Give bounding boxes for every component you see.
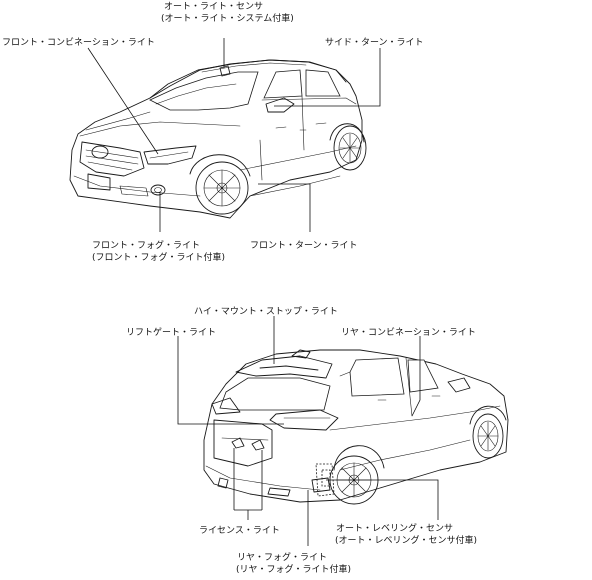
label-auto-leveling-sensor-note: (オート・レベリング・センサ付車) xyxy=(335,534,477,546)
label-front-turn-light: フロント・ターン・ライト xyxy=(250,240,358,251)
label-high-mount-stop-light: ハイ・マウント・ストップ・ライト xyxy=(194,306,338,317)
label-front-combination-light: フロント・コンビネーション・ライト xyxy=(2,37,155,48)
label-front-fog-light: フロント・フォグ・ライト xyxy=(92,239,200,251)
label-side-turn-light: サイド・ターン・ライト xyxy=(325,37,424,48)
front-vehicle-illustration xyxy=(69,59,367,219)
rear-leader-lines xyxy=(177,316,439,546)
label-auto-leveling-sensor: オート・レベリング・センサ xyxy=(336,522,453,534)
label-front-fog-light-note: (フロント・フォグ・ライト付車) xyxy=(92,251,225,263)
label-auto-light-sensor-note: (オート・ライト・システム付車) xyxy=(161,12,294,24)
label-auto-light-sensor: オート・ライト・センサ xyxy=(164,1,263,12)
label-rear-combination-light: リヤ・コンビネーション・ライト xyxy=(341,327,476,338)
label-license-light: ライセンス・ライト xyxy=(199,525,280,536)
rear-vehicle-illustration xyxy=(203,349,509,505)
label-liftgate-light: リフトゲート・ライト xyxy=(126,326,216,338)
front-leader-lines xyxy=(87,38,381,232)
label-rear-fog-light: リヤ・フォグ・ライト xyxy=(237,551,327,563)
label-rear-fog-light-note: (リヤ・フォグ・ライト付車) xyxy=(236,563,351,575)
